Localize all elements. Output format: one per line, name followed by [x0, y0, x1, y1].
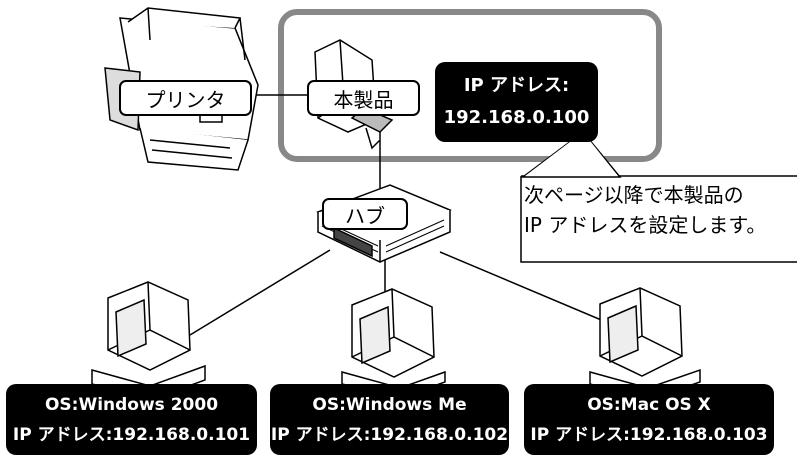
computer-2-os: OS:Windows Me — [312, 394, 467, 415]
printer-label: プリンタ — [119, 80, 252, 116]
computer-label-1: OS:Windows 2000 IP アドレス:192.168.0.101 — [6, 384, 257, 455]
computer-label-3: OS:Mac OS X IP アドレス:192.168.0.103 — [524, 384, 774, 455]
computer-label-2: OS:Windows Me IP アドレス:192.168.0.102 — [270, 384, 509, 455]
computer-1-ip: IP アドレス:192.168.0.101 — [12, 424, 251, 445]
computer-3-os: OS:Mac OS X — [587, 394, 711, 415]
callout-line-2: IP アドレスを設定します。 — [524, 213, 767, 237]
callout-text: 次ページ以降で本製品の IP アドレスを設定します。 — [524, 180, 796, 240]
computer-3-ip: IP アドレス:192.168.0.103 — [530, 424, 768, 445]
device-highlight-frame — [278, 9, 662, 162]
computer-2-ip: IP アドレス:192.168.0.102 — [270, 424, 509, 445]
device-ip-label: IP アドレス: 192.168.0.100 — [435, 62, 598, 142]
cable-hub-pc1 — [189, 249, 331, 336]
hub-label: ハブ — [322, 198, 408, 230]
computer-icon-2 — [341, 288, 446, 399]
callout-box — [520, 130, 797, 263]
device-label: 本製品 — [307, 80, 420, 116]
computer-1-os: OS:Windows 2000 — [44, 394, 219, 415]
cable-hub-pc3 — [439, 251, 626, 331]
device-ip-value: 192.168.0.100 — [443, 107, 590, 128]
callout-line-1: 次ページ以降で本製品の — [524, 183, 744, 207]
computer-icon-1 — [91, 281, 206, 401]
device-ip-title: IP アドレス: — [463, 75, 570, 96]
